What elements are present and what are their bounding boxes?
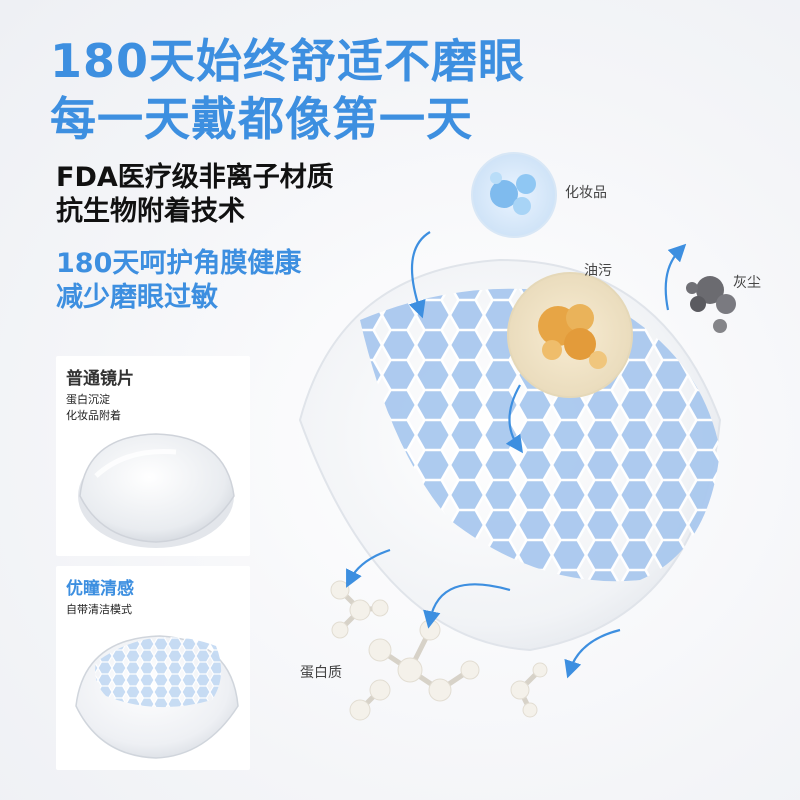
oil-label: 油污 <box>584 263 612 279</box>
dust-particle <box>686 276 736 333</box>
arrow-oil <box>505 384 524 454</box>
repel-arrows <box>346 231 687 679</box>
oil-particle <box>507 272 633 398</box>
regular-lens-illustration <box>78 433 235 548</box>
anti-adhesion-text: 抗生物附着技术 <box>56 196 245 227</box>
headline-line-1: 180天始终舒适不磨眼 <box>50 34 526 88</box>
product-lens-title: 优瞳清感 <box>66 579 134 599</box>
product-lens-card: 优瞳清感 自带清洁模式 <box>56 566 250 770</box>
product-lens-desc: 自带清洁模式 <box>66 603 132 616</box>
regular-lens-card: 普通镜片 蛋白沉淀 化妆品附着 <box>56 356 250 556</box>
arrow-protein-3 <box>564 628 621 679</box>
arrow-cosmetic <box>408 231 431 319</box>
dust-label: 灰尘 <box>733 275 761 291</box>
protein-molecules <box>330 580 548 721</box>
reduce-allergy-text: 减少磨眼过敏 <box>56 282 218 313</box>
arrow-protein-1 <box>346 548 391 588</box>
product-lens-illustration <box>75 635 239 759</box>
hex-membrane-small <box>95 637 222 708</box>
regular-lens-desc-2: 化妆品附着 <box>66 408 121 422</box>
lens-highlight <box>94 449 177 478</box>
cosmetic-label: 化妆品 <box>565 185 607 201</box>
protein-label: 蛋白质 <box>300 665 342 681</box>
headline-line-2: 每一天戴都像第一天 <box>50 92 473 146</box>
regular-lens-title: 普通镜片 <box>66 369 134 389</box>
cornea-care-text: 180天呵护角膜健康 <box>56 248 302 279</box>
cosmetic-particle <box>471 152 557 238</box>
hex-membrane <box>360 288 720 582</box>
arrow-protein-2 <box>423 583 511 629</box>
arrow-dust <box>664 243 687 311</box>
regular-lens-desc: 蛋白沉淀 化妆品附着 <box>66 392 121 424</box>
main-lens-illustration <box>298 152 736 721</box>
material-text: FDA医疗级非离子材质 <box>56 162 334 193</box>
regular-lens-desc-1: 蛋白沉淀 <box>66 393 110 406</box>
